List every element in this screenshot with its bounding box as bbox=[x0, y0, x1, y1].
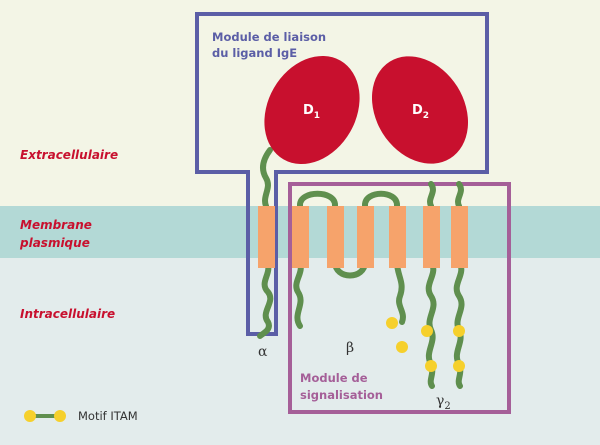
intracellular-label: Intracellulaire bbox=[20, 307, 115, 321]
itam-gamma2-2 bbox=[453, 360, 465, 372]
extracellular-label: Extracellulaire bbox=[20, 148, 118, 162]
legend-itam-dot-right bbox=[54, 410, 66, 422]
ligand-module-label-line1: Module de liaison bbox=[212, 30, 326, 44]
signal-module-label-line2: signalisation bbox=[300, 388, 383, 402]
d1-label: D1 bbox=[303, 103, 320, 121]
alpha-label: α bbox=[258, 344, 268, 360]
ligand-module-label-line2: du ligand IgE bbox=[212, 46, 297, 60]
signal-module-label-line1: Module de bbox=[300, 371, 368, 385]
gamma-tm-1 bbox=[423, 206, 440, 268]
beta-tm-4 bbox=[389, 206, 406, 268]
alpha-transmembrane-segment bbox=[258, 206, 275, 268]
gamma-label: γ2 bbox=[436, 393, 451, 412]
d2-domain bbox=[371, 56, 469, 164]
beta-tm-2 bbox=[327, 206, 344, 268]
alpha-chain bbox=[257, 147, 274, 339]
legend-itam-dot-left bbox=[24, 410, 36, 422]
beta-chain bbox=[293, 190, 406, 329]
ligand-binding-module-outline bbox=[195, 12, 489, 336]
itam-beta-1 bbox=[386, 317, 398, 329]
itam-beta-2 bbox=[396, 341, 408, 353]
membrane-label-line1: Membrane bbox=[20, 218, 92, 232]
membrane-label-line2: plasmique bbox=[19, 236, 90, 250]
gamma-tm-2 bbox=[451, 206, 468, 268]
signaling-module-outline bbox=[288, 182, 511, 414]
beta-tm-3 bbox=[357, 206, 374, 268]
itam-gamma2-1 bbox=[453, 325, 465, 337]
legend-label: Motif ITAM bbox=[78, 409, 138, 423]
itam-gamma1-2 bbox=[425, 360, 437, 372]
d2-label: D2 bbox=[412, 103, 429, 121]
beta-tm-1 bbox=[292, 206, 309, 268]
itam-gamma1-1 bbox=[421, 325, 433, 337]
d1-domain bbox=[264, 55, 360, 165]
beta-label: β bbox=[346, 340, 354, 356]
